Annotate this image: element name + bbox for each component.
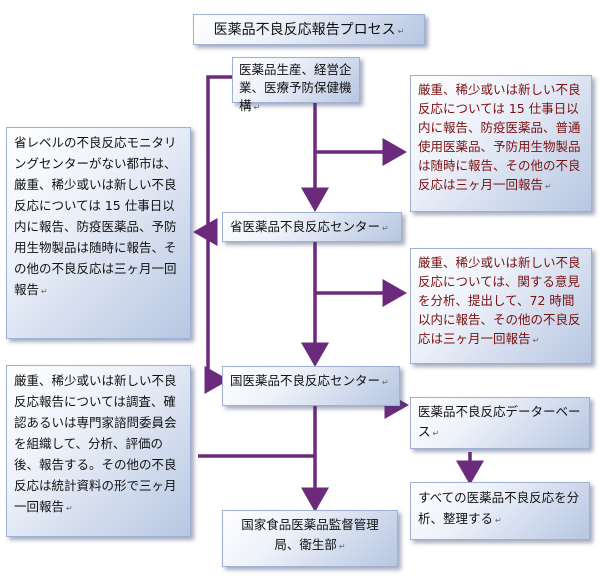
node-database: 医薬品不良反応データーベース↵	[410, 397, 590, 449]
note-database-rule: すべての医薬品不良反応を分析、整理する↵	[410, 482, 590, 540]
diagram-title: 医薬品不良反応報告プロセス↵	[193, 14, 425, 45]
note-producer-rule: 厳重、稀少或いは新しい不良反応については 15 仕事日以内に報告、防疫医薬品、普…	[410, 75, 592, 212]
node-provincial-center: 省医薬品不良反応センター↵	[222, 212, 402, 242]
note-no-center-rule: 省レベルの不良反応モニタリングセンターがない都市は、厳重、稀少或いは新しい不良反…	[6, 127, 191, 339]
note-provincial-rule: 厳重、稀少或いは新しい不良反応については、関する意見を分析、提出して、72 時間…	[410, 248, 592, 364]
node-national-center: 国医薬品不良反応センター↵	[222, 366, 400, 406]
note-national-rule: 厳重、稀少或いは新しい不良反応報告については調査、確認あるいは専門家諮問委員会を…	[6, 365, 191, 537]
node-authorities: 国家食品医薬品監督管理局、衛生部↵	[222, 510, 398, 567]
node-producers: 医薬品生産、経営企業、医療予防保健機構↵	[232, 57, 360, 113]
